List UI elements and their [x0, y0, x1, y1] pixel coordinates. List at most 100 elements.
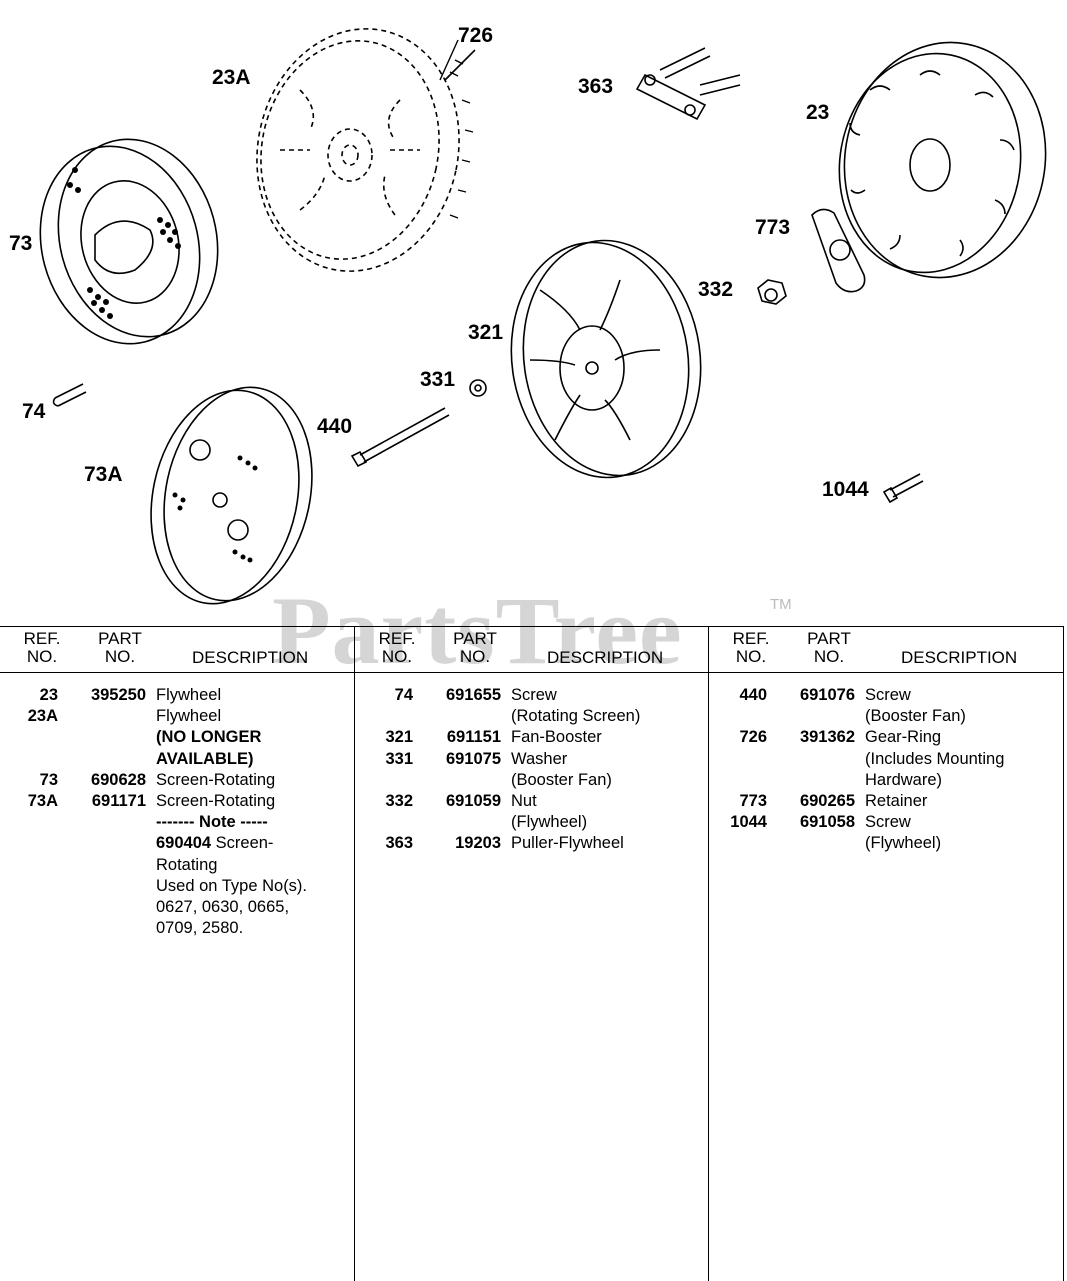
part-no: 395250 [90, 686, 146, 704]
callout-1044: 1044 [822, 478, 869, 501]
ref-no: 726 [739, 728, 767, 747]
rotating-screen-drawing [39, 138, 219, 345]
nut-drawing [757, 279, 787, 305]
part-no [58, 897, 146, 918]
ref-no [355, 770, 413, 791]
part-no: 691076 [799, 686, 855, 704]
part-no [58, 727, 146, 748]
retainer-drawing [811, 208, 866, 293]
description: (Booster Fan) [865, 707, 966, 726]
callout-331: 331 [420, 368, 456, 391]
booster-screw-drawing [359, 407, 450, 463]
description: Washer [511, 749, 568, 768]
ref-no [0, 812, 58, 833]
table-row: 321 691151 Fan-Booster [355, 727, 709, 748]
ref-no: 773 [739, 792, 767, 811]
callout-726: 726 [458, 24, 494, 47]
watermark-tm: TM [770, 596, 792, 613]
header-description: DESCRIPTION [192, 648, 309, 667]
description: Screen-Rotating [156, 770, 276, 789]
ref-no [0, 855, 58, 876]
description: (Flywheel) [865, 834, 942, 853]
screw-74-drawing [52, 383, 87, 407]
callout-74: 74 [22, 400, 46, 423]
callout-23a: 23A [212, 66, 251, 89]
ref-no: 1044 [730, 813, 767, 832]
callout-73: 73 [9, 232, 33, 255]
part-no: 691151 [446, 728, 501, 747]
table-row: (Booster Fan) [709, 706, 1064, 727]
part-no: 391362 [799, 728, 855, 747]
header-ref: REF.NO. [23, 629, 61, 666]
flywheel-drawing [838, 41, 1047, 279]
table-row: Used on Type No(s). [0, 876, 354, 897]
callout-73a: 73A [84, 463, 123, 486]
ref-no [0, 833, 58, 854]
part-no: 19203 [455, 834, 501, 853]
washer-drawing [469, 379, 487, 397]
header-ref: REF.NO. [378, 629, 416, 666]
description: Used on Type No(s). [156, 876, 308, 895]
ref-no [709, 706, 767, 727]
part-no: 691059 [445, 792, 501, 811]
ref-no [355, 812, 413, 833]
description: Screw [865, 813, 911, 832]
table-row: AVAILABLE) [0, 749, 354, 770]
description: (Rotating Screen) [511, 707, 641, 726]
ref-no [0, 749, 58, 770]
ref-no: 73 [39, 770, 58, 789]
table-row: (Includes Mounting [709, 749, 1064, 770]
part-no [413, 812, 501, 833]
part-no [413, 706, 501, 727]
header-ref: REF.NO. [732, 629, 770, 666]
part-no [58, 749, 146, 770]
description: ------- Note ----- [156, 813, 268, 832]
table-row: Rotating [0, 855, 354, 876]
callout-332: 332 [698, 278, 734, 301]
ref-no [709, 770, 767, 791]
table-row: (Rotating Screen) [355, 706, 709, 727]
part-no: 691075 [445, 749, 501, 768]
part-no [767, 749, 855, 770]
booster-fan-drawing [510, 239, 702, 479]
part-no [58, 855, 146, 876]
description: (Flywheel) [511, 813, 588, 832]
description: (Booster Fan) [511, 770, 612, 789]
part-no: 691655 [445, 686, 501, 704]
description: (NO LONGER [156, 728, 262, 747]
header-description: DESCRIPTION [901, 648, 1018, 667]
part-no [58, 918, 146, 939]
ref-no [709, 749, 767, 770]
table-row: (Flywheel) [709, 833, 1064, 854]
description: Flywheel [156, 686, 222, 704]
table-row: 0709, 2580. [0, 918, 354, 939]
flywheel-screw-drawing [889, 473, 924, 498]
description: Fan-Booster [511, 728, 602, 747]
description-text: Screen- [211, 834, 274, 853]
part-no [58, 812, 146, 833]
description: Gear-Ring [865, 728, 942, 747]
description: Retainer [865, 792, 928, 811]
callout-23: 23 [806, 101, 830, 124]
table-row: (NO LONGER [0, 727, 354, 748]
ref-no [0, 897, 58, 918]
ref-no: 73A [27, 792, 58, 811]
ref-no: 321 [385, 728, 413, 747]
description: Puller-Flywheel [511, 834, 624, 853]
part-no: 690628 [90, 770, 146, 789]
diagram-drawing [39, 28, 1047, 605]
